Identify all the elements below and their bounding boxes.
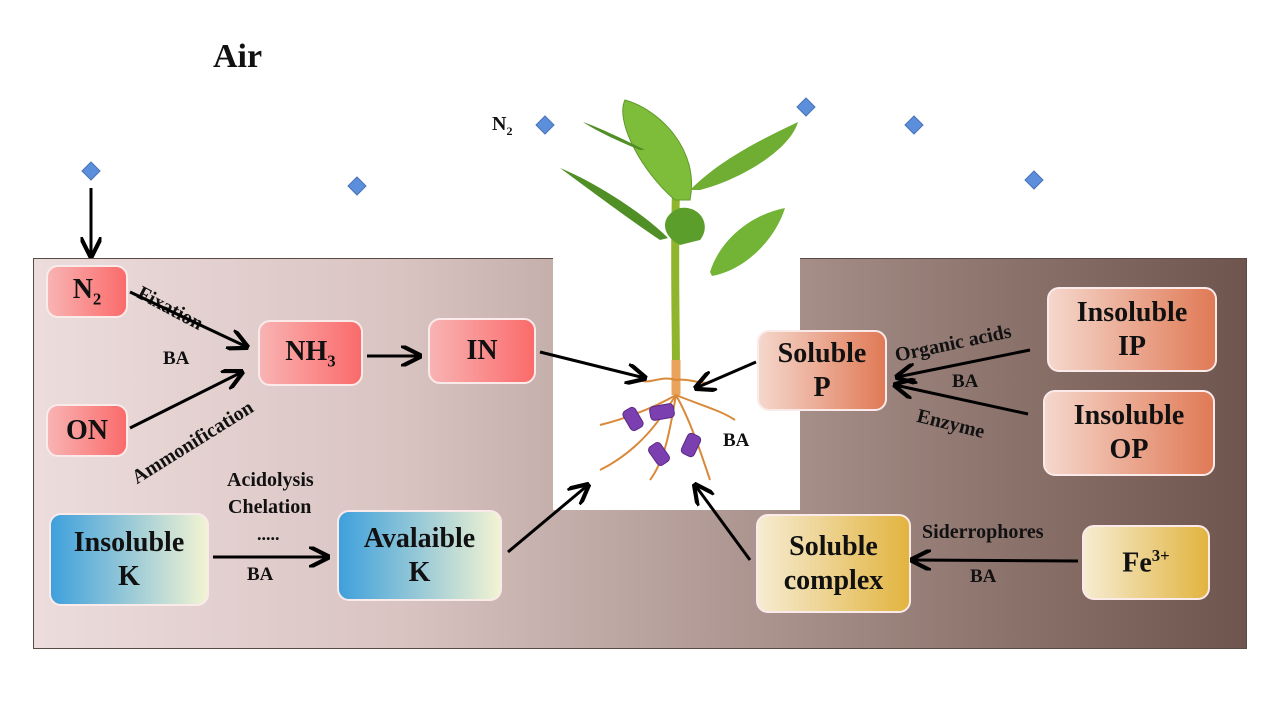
air-title: Air (213, 38, 263, 75)
n2-molecule-icon (1024, 170, 1044, 190)
insoluble-op-line2: OP (1109, 434, 1149, 465)
fe3-box-label: Fe3+ (1122, 546, 1169, 580)
fe-main: Fe (1122, 546, 1152, 578)
on-box-label: ON (66, 414, 108, 446)
soluble-complex-line2: complex (783, 564, 884, 596)
n2-molecules (81, 97, 1044, 196)
n2-box: N2 (46, 265, 128, 318)
arrow-soluble-p-to-root (696, 360, 757, 388)
soluble-p-line1: Soluble (777, 337, 867, 369)
plant-ba-label: BA (723, 430, 750, 451)
arrow-ip-to-soluble-p (897, 348, 1031, 377)
insoluble-ip-line1: Insoluble (1076, 296, 1188, 328)
soluble-complex-box: Soluble complex (756, 514, 911, 613)
arrow-n2-to-nh3 (129, 290, 247, 347)
nh3-sub: 3 (327, 351, 336, 371)
insoluble-k-line2: K (118, 560, 140, 592)
leaf-right-upper (690, 122, 798, 190)
soluble-p-line2: P (813, 371, 831, 403)
available-k-line2: K (408, 556, 431, 588)
nh3-main: NH (285, 335, 328, 367)
chelation-label: Chelation (228, 496, 312, 518)
insoluble-op-line1: Insoluble (1073, 400, 1185, 432)
n2-air-label: N2 (492, 113, 512, 139)
siderophores-label: Siderrophores (922, 521, 1044, 543)
insoluble-k-line1: Insoluble (73, 526, 185, 558)
arrow-fe-to-complex (912, 560, 1079, 561)
leaf-right-lower (710, 208, 785, 276)
bacterium (680, 432, 702, 458)
n2-air-label-main: N (492, 113, 507, 135)
available-k-line1: Avalaible (363, 522, 476, 554)
insoluble-op-box: Insoluble OP (1043, 390, 1215, 476)
n2-molecule-icon (347, 176, 367, 196)
leaf-left (560, 168, 668, 240)
available-k-box: Avalaible K (337, 510, 502, 601)
fe-sup: 3+ (1151, 545, 1170, 565)
nitrogen-ba-label: BA (163, 348, 190, 369)
leaf-top (622, 99, 692, 201)
n2-sub: 2 (92, 289, 102, 309)
insoluble-ip-line2: IP (1118, 330, 1146, 362)
bacterium (622, 406, 644, 432)
bacterium (648, 442, 670, 466)
arrow-in-to-root (539, 350, 645, 378)
soluble-p-box: Soluble P (757, 330, 887, 411)
acidolysis-label: Acidolysis (227, 469, 314, 491)
on-box: ON (46, 404, 128, 457)
insoluble-k-box: Insoluble K (49, 513, 209, 606)
arrow-available-k-to-root (507, 485, 588, 554)
insoluble-ip-box: Insoluble IP (1047, 287, 1217, 372)
in-box-label: IN (466, 335, 498, 367)
soluble-complex-line1: Soluble (789, 530, 878, 562)
n2-main: N (72, 274, 93, 306)
potassium-ba-label: BA (247, 564, 274, 585)
n2-molecule-icon (796, 97, 816, 117)
nh3-box: NH3 (258, 320, 363, 386)
n2-box-label: N2 (73, 273, 102, 310)
phosphorus-ba-label: BA (952, 371, 979, 392)
nh3-box-label: NH3 (285, 335, 335, 372)
leaf-left-upper (583, 122, 645, 150)
in-box: IN (428, 318, 536, 384)
n2-air-label-sub: 2 (506, 124, 513, 138)
n2-molecule-icon (535, 115, 555, 135)
iron-ba-label: BA (970, 566, 997, 587)
bacterium (649, 403, 675, 421)
arrow-on-to-nh3 (129, 372, 242, 430)
n2-molecule-icon (904, 115, 924, 135)
bacteria-cluster (622, 403, 702, 466)
arrow-op-to-soluble-p (895, 385, 1029, 416)
n2-molecule-icon (81, 161, 101, 181)
ellipsis-label: ..... (257, 524, 280, 544)
arrow-complex-to-root (695, 485, 752, 561)
leaf-middle (665, 207, 705, 245)
fe3-box: Fe3+ (1082, 525, 1210, 600)
